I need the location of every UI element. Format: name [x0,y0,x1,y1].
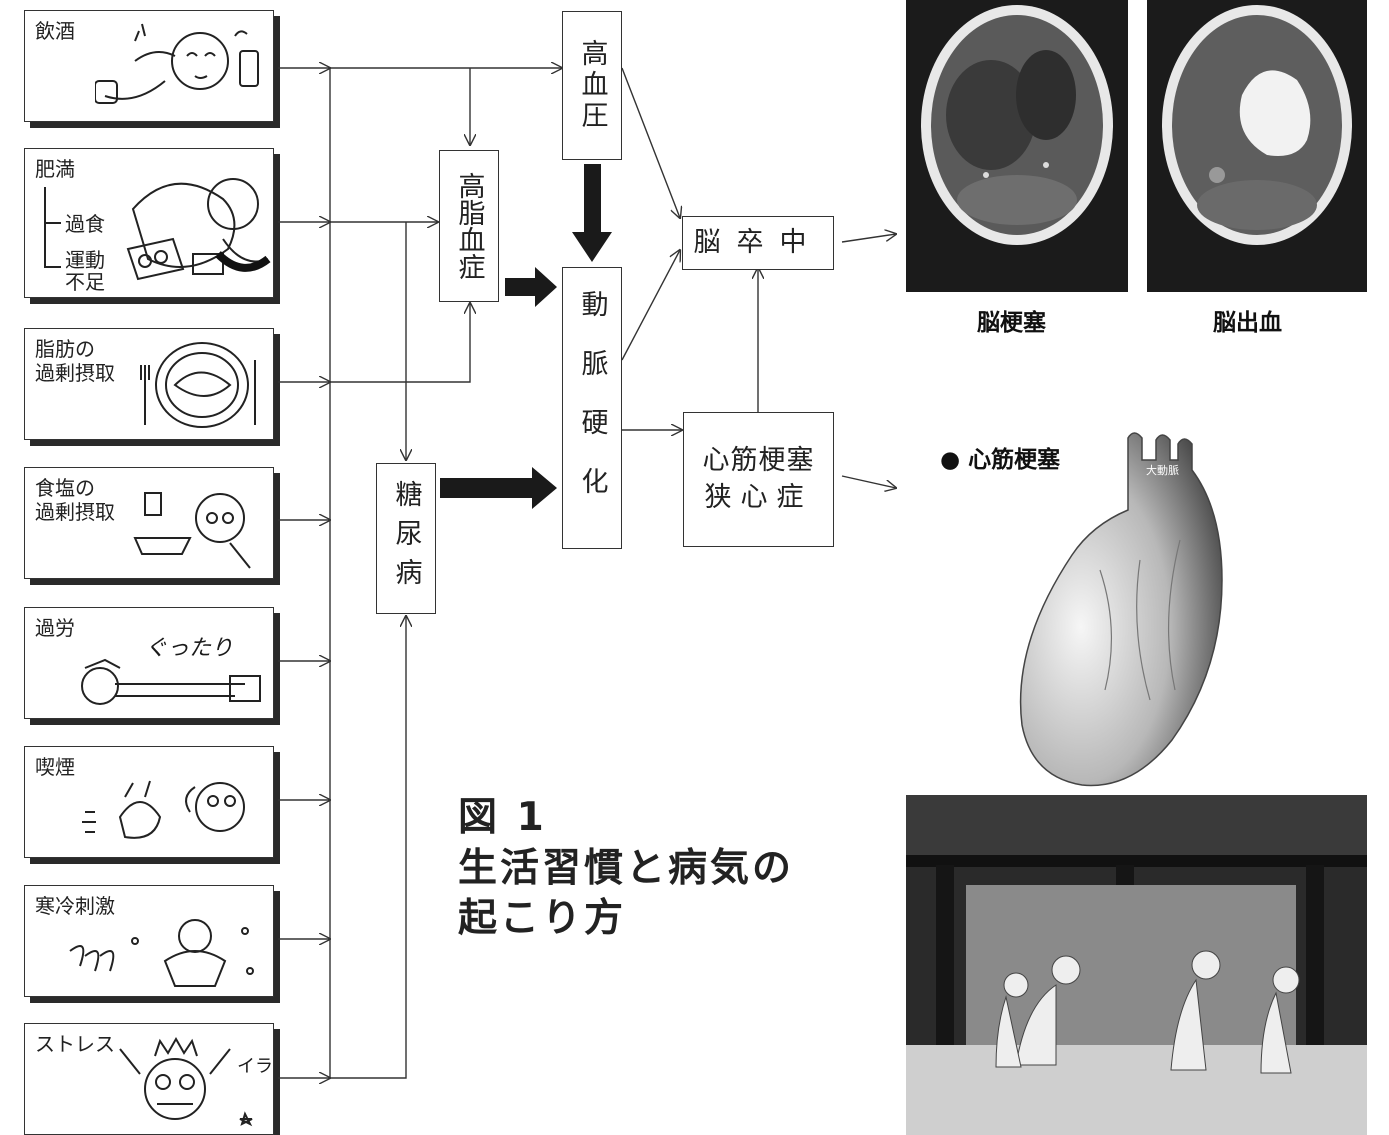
obesity-bracket [44,187,61,268]
exercise-photo-image [906,795,1367,1135]
salt-illustration [133,492,251,569]
ct-infarction-image [921,5,1113,245]
overwork-caption: ぐったり [145,636,234,661]
myocardial-infarction-label: 心筋梗塞 [702,445,815,477]
cause-box-cold-stimulus: 寒冷刺激 [24,885,274,997]
cause-box-smoking: 喫煙 [24,746,274,858]
heart-label-text: 心筋梗塞 [968,447,1061,473]
hypertension-label: 高血圧 [576,39,608,132]
fat-plate-illustration [140,342,256,428]
heart-disease-box: 心筋梗塞 狭心症 [683,412,834,547]
figure-title-line-3: 起こり方 [458,896,627,942]
obesity-illustration [126,178,271,281]
hypertension-box: 高血圧 [562,11,622,160]
diabetes-box: 糖尿病 [376,463,436,614]
ct-scan-hemorrhage [1147,0,1367,292]
stress-illustration [119,1036,253,1127]
ct-scan-infarction [906,0,1128,292]
cause-label-fat-intake: 脂肪の 過剰摂取 [35,337,115,385]
exercise-photo [906,795,1367,1135]
diabetes-label: 糖尿病 [390,480,422,597]
stroke-box: 脳卒中 [682,216,834,270]
ct-caption-infarction: 脳梗塞 [977,310,1046,336]
smoking-illustration [82,780,245,839]
cause-label-stress: ストレス [35,1032,115,1056]
cause-label-cold-stimulus: 寒冷刺激 [35,894,115,918]
figure-title: 図 1 生活習慣と病気の 起こり方 [458,793,794,945]
cold-illustration [69,919,254,987]
sub-label-lack-of-exercise: 運動 不足 [65,248,105,294]
sub-label-overeating: 過食 [65,212,105,236]
arteriosclerosis-label: 動脈硬化 [576,290,608,526]
cause-box-obesity: 肥満 過食 運動 不足 [24,148,274,298]
cause-box-salt-intake: 食塩の 過剰摂取 [24,467,274,579]
cause-label-drinking: 飲酒 [35,19,75,43]
ct-caption-hemorrhage: 脳出血 [1213,310,1282,336]
cause-box-fat-intake: 脂肪の 過剰摂取 [24,328,274,440]
cause-label-salt-intake: 食塩の 過剰摂取 [35,476,115,524]
arteriosclerosis-box: 動脈硬化 [562,267,622,549]
cause-label-obesity: 肥満 [35,157,75,181]
cause-box-overwork: 過労 ぐったり [24,607,274,719]
cause-label-smoking: 喫煙 [35,755,75,779]
angina-label: 狭心症 [704,481,813,513]
cause-box-drinking: 飲酒 [24,10,274,122]
hyperlipidemia-box: 高脂血症 [439,150,499,302]
overwork-illustration [81,658,261,705]
ct-hemorrhage-image [1162,5,1352,245]
cause-label-overwork: 過労 [35,616,75,640]
drinking-illustration [95,23,259,104]
stroke-label: 脳卒中 [693,226,823,258]
stress-caption: イラ [237,1056,273,1077]
hyperlipidemia-label: 高脂血症 [453,172,485,280]
figure-number: 図 1 [458,795,547,840]
figure-title-line-2: 生活習慣と病気の [458,845,795,891]
heart-label: ● 心筋梗塞 [940,447,1061,473]
